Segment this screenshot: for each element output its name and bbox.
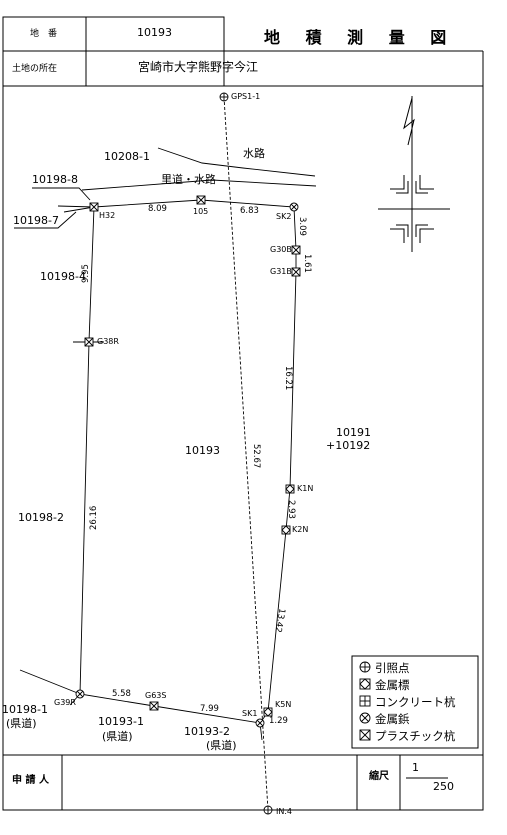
- reference-point-icon: [263, 805, 273, 815]
- legend-item: 金属鋲: [375, 710, 410, 727]
- point-label: K1N: [297, 484, 314, 493]
- location-label: 土地の所在: [12, 64, 58, 74]
- waterway-line: [157, 147, 316, 177]
- parcel-label: 10193-1: [98, 715, 144, 728]
- leader-10198-8: [32, 187, 91, 201]
- point-label: IN.4: [276, 807, 292, 816]
- legend-concrete-post-icon: [359, 695, 371, 707]
- boundary-extension: [63, 206, 95, 213]
- traverse-line: [223, 96, 269, 811]
- metal-pin-icon: [289, 202, 299, 212]
- lot-number-value: 10193: [137, 26, 172, 39]
- point-label: SK2: [276, 212, 292, 221]
- north-arrow-icon: [378, 96, 450, 252]
- distance-label: 1.61: [302, 254, 312, 273]
- parcel-label: 水路: [243, 147, 265, 160]
- parcel-label: +10192: [326, 439, 371, 452]
- distance-label: 16.21: [283, 366, 293, 390]
- plastic-post-icon: [149, 701, 159, 711]
- legend-item: プラスチック杭: [375, 727, 455, 744]
- scale-label: 縮尺: [369, 771, 389, 782]
- point-label: H32: [99, 211, 116, 220]
- metal-pin-icon: [255, 718, 265, 728]
- distance-label: 26.16: [89, 506, 99, 530]
- parcel-label: 10208-1: [104, 150, 150, 163]
- parcel-label: 10198-2: [18, 511, 64, 524]
- legend-metal-plate-icon: [359, 678, 371, 690]
- parcel-label: 10193-2: [184, 725, 230, 738]
- road-line: [81, 179, 317, 191]
- distance-label: 9.95: [81, 264, 91, 283]
- distance-label: 5.58: [112, 689, 131, 699]
- scale-numerator: 1: [412, 761, 419, 774]
- legend-label: 引照点: [375, 660, 410, 675]
- metal-plate-icon: [285, 484, 295, 494]
- point-label: 105: [193, 207, 209, 216]
- legend-reference-point-icon: [359, 661, 371, 673]
- parcel-label: (県道): [102, 730, 133, 743]
- legend-label: プラスチック杭: [375, 728, 456, 743]
- parcel-label: 10198-8: [32, 173, 78, 186]
- point-label: G39R: [54, 698, 76, 707]
- boundary-polygon: [79, 199, 297, 724]
- legend-label: 金属鋲: [375, 711, 410, 726]
- boundary-extension: [19, 669, 81, 695]
- point-label: G63S: [145, 691, 167, 700]
- distance-label: 3.09: [297, 217, 307, 236]
- parcel-label: 10198-1: [2, 703, 48, 716]
- parcel-label: 10198-4: [40, 270, 86, 283]
- lot-number-label: 地 番: [30, 29, 58, 39]
- point-label: G30B: [270, 245, 292, 254]
- point-label: K5N: [275, 700, 292, 709]
- distance-label: 8.09: [148, 204, 167, 214]
- point-label: G31B: [270, 267, 292, 276]
- location-value: 宮崎市大字熊野字今江: [138, 60, 259, 74]
- plastic-post-icon: [89, 202, 99, 212]
- point-label: K2N: [292, 525, 309, 534]
- metal-pin-icon: [75, 689, 85, 699]
- plastic-post-icon: [84, 337, 94, 347]
- parcel-label: (県道): [206, 739, 237, 752]
- legend-label: 金属標: [375, 677, 410, 692]
- point-label: SK1: [242, 709, 258, 718]
- parcel-label: 10191: [336, 426, 371, 439]
- distance-label: 1.29: [269, 716, 288, 726]
- parcel-label: 10193: [185, 444, 220, 457]
- parcel-label: (県道): [6, 717, 37, 730]
- legend-item: 引照点: [375, 659, 410, 676]
- distance-label: 7.99: [200, 704, 219, 714]
- point-label: GPS1-1: [231, 92, 261, 101]
- point-label: G38R: [97, 337, 119, 346]
- legend-plastic-post-icon: [359, 729, 371, 741]
- legend-label: コンクリート杭: [375, 694, 456, 709]
- boundary-extension: [57, 205, 95, 208]
- plastic-post-icon: [291, 267, 301, 277]
- metal-plate-icon: [281, 525, 291, 535]
- parcel-label: 10198-7: [13, 214, 59, 227]
- parcel-label: 里道・水路: [161, 173, 216, 186]
- legend-item: コンクリート杭: [375, 693, 456, 710]
- legend-metal-pin-icon: [359, 712, 371, 724]
- applicant-label: 申 請 人: [12, 775, 49, 786]
- distance-label: 6.83: [240, 206, 259, 216]
- plastic-post-icon: [196, 195, 206, 205]
- leader-10198-7: [14, 211, 77, 229]
- legend-item: 金属標: [375, 676, 410, 693]
- reference-point-icon: [219, 92, 229, 102]
- distance-label: 13.42: [273, 608, 287, 634]
- distance-label: 2.93: [286, 500, 296, 519]
- distance-label: 52.67: [251, 444, 261, 468]
- metal-plate-icon: [263, 707, 273, 717]
- document-title: 地 積 測 量 図: [264, 28, 457, 47]
- scale-denominator: 250: [433, 780, 454, 793]
- plastic-post-icon: [291, 245, 301, 255]
